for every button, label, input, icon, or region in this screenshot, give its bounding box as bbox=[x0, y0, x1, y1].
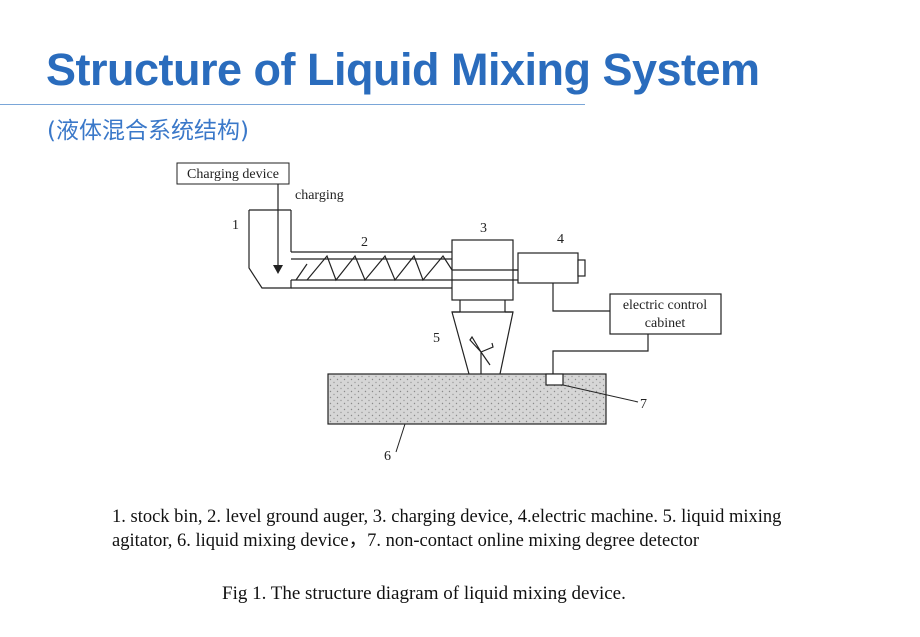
liquid-mixing-agitator bbox=[451, 300, 514, 375]
label-2: 2 bbox=[361, 235, 368, 250]
title-underline bbox=[0, 104, 585, 105]
electric-machine bbox=[517, 252, 586, 284]
cabinet-label-line2: cabinet bbox=[645, 316, 686, 331]
control-wires bbox=[552, 283, 649, 374]
structure-diagram: Charging device charging bbox=[176, 162, 722, 464]
level-ground-auger bbox=[291, 251, 453, 289]
label-1: 1 bbox=[232, 218, 239, 233]
mixing-degree-detector bbox=[545, 373, 639, 403]
label-7: 7 bbox=[640, 397, 647, 412]
liquid-mixing-device bbox=[327, 373, 607, 425]
label-6: 6 bbox=[384, 449, 391, 464]
cabinet-label-line1: electric control bbox=[623, 298, 707, 313]
electric-control-cabinet: electric control cabinet bbox=[609, 293, 722, 335]
label-4: 4 bbox=[557, 232, 564, 247]
charging-device-label: Charging device bbox=[187, 167, 279, 182]
figure-legend: 1. stock bin, 2. level ground auger, 3. … bbox=[112, 507, 782, 551]
charging-device-box: Charging device bbox=[176, 162, 290, 185]
slide-title: Structure of Liquid Mixing System bbox=[46, 44, 760, 95]
leader-6 bbox=[395, 423, 406, 453]
charging-label: charging bbox=[295, 188, 344, 203]
stock-bin bbox=[248, 184, 292, 289]
figure-caption: Fig 1. The structure diagram of liquid m… bbox=[222, 583, 626, 604]
label-3: 3 bbox=[480, 221, 487, 236]
charging-device bbox=[451, 239, 518, 301]
slide-subtitle: (液体混合系统结构) bbox=[47, 118, 249, 144]
label-5: 5 bbox=[433, 331, 440, 346]
